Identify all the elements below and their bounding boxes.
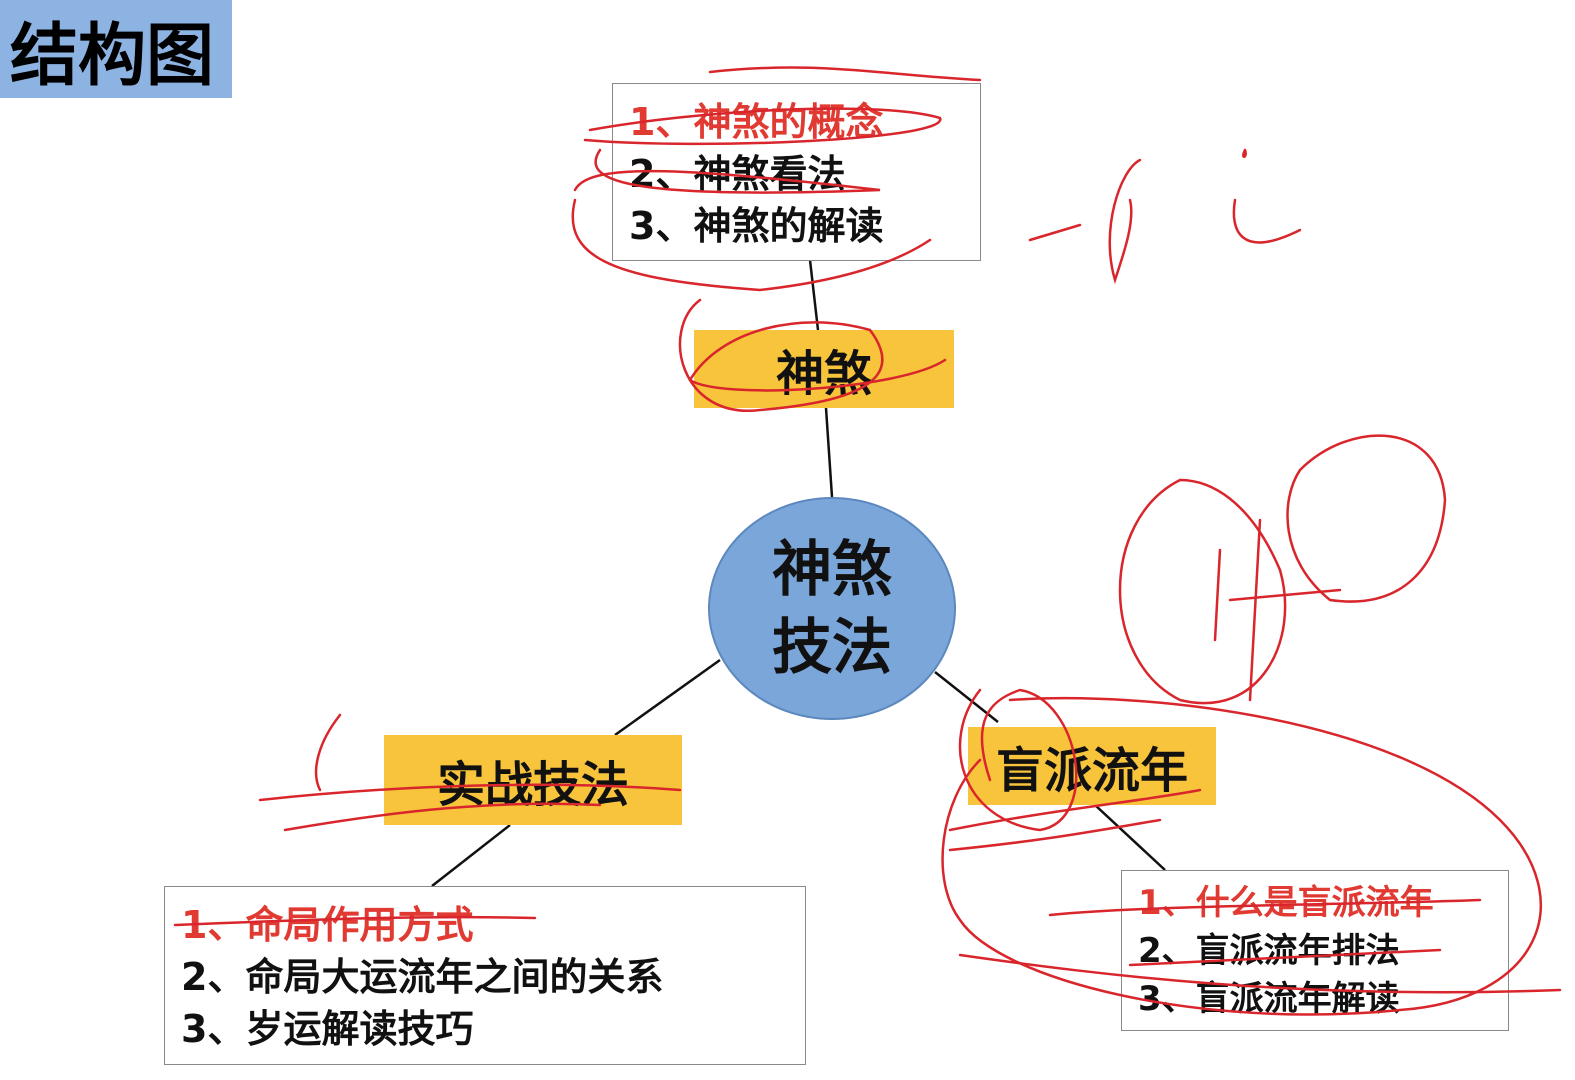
annotation-stroke xyxy=(948,788,1202,852)
list-item: 3、神煞的解读 xyxy=(629,204,884,248)
annotation-loop xyxy=(941,696,1543,1016)
annotation-circle xyxy=(958,688,1078,832)
annotation-stroke xyxy=(1213,518,1342,702)
left-items-box: 1、命局作用方式 2、命局大运流年之间的关系 3、岁运解读技巧 xyxy=(164,886,806,1065)
connector-left-box xyxy=(431,824,511,887)
annotation-stroke xyxy=(571,198,932,292)
annotation-stroke xyxy=(1048,898,1482,967)
annotation-stroke xyxy=(1028,158,1142,285)
connector-right-box xyxy=(1094,804,1166,871)
center-line-2: 技法 xyxy=(772,612,892,683)
slide-title: 结构图 xyxy=(0,0,232,98)
connector-top-box xyxy=(808,259,820,331)
list-item: 2、盲派流年排法 xyxy=(1138,931,1400,971)
list-item: 1、命局作用方式 xyxy=(181,903,474,947)
list-item: 3、岁运解读技巧 xyxy=(181,1007,474,1051)
connector-left-tag xyxy=(614,658,721,737)
center-node: 神煞 技法 xyxy=(708,497,956,720)
annotation-stroke xyxy=(573,148,881,194)
list-item: 2、命局大运流年之间的关系 xyxy=(181,955,664,999)
annotation-stroke xyxy=(258,713,682,832)
center-line-1: 神煞 xyxy=(772,534,892,605)
annotation-circle xyxy=(1118,478,1287,705)
annotation-stroke xyxy=(678,298,947,412)
annotation-circle xyxy=(1286,434,1447,603)
annotation-stroke xyxy=(173,915,537,927)
tag-right: 盲派流年 xyxy=(968,727,1216,805)
tag-top: 神煞 xyxy=(694,330,954,408)
connector-top-tag xyxy=(824,407,834,498)
annotation-stroke xyxy=(708,66,982,82)
annotation-stroke xyxy=(583,107,942,146)
annotation-stroke xyxy=(958,953,1562,994)
annotation-stroke xyxy=(1232,148,1302,244)
